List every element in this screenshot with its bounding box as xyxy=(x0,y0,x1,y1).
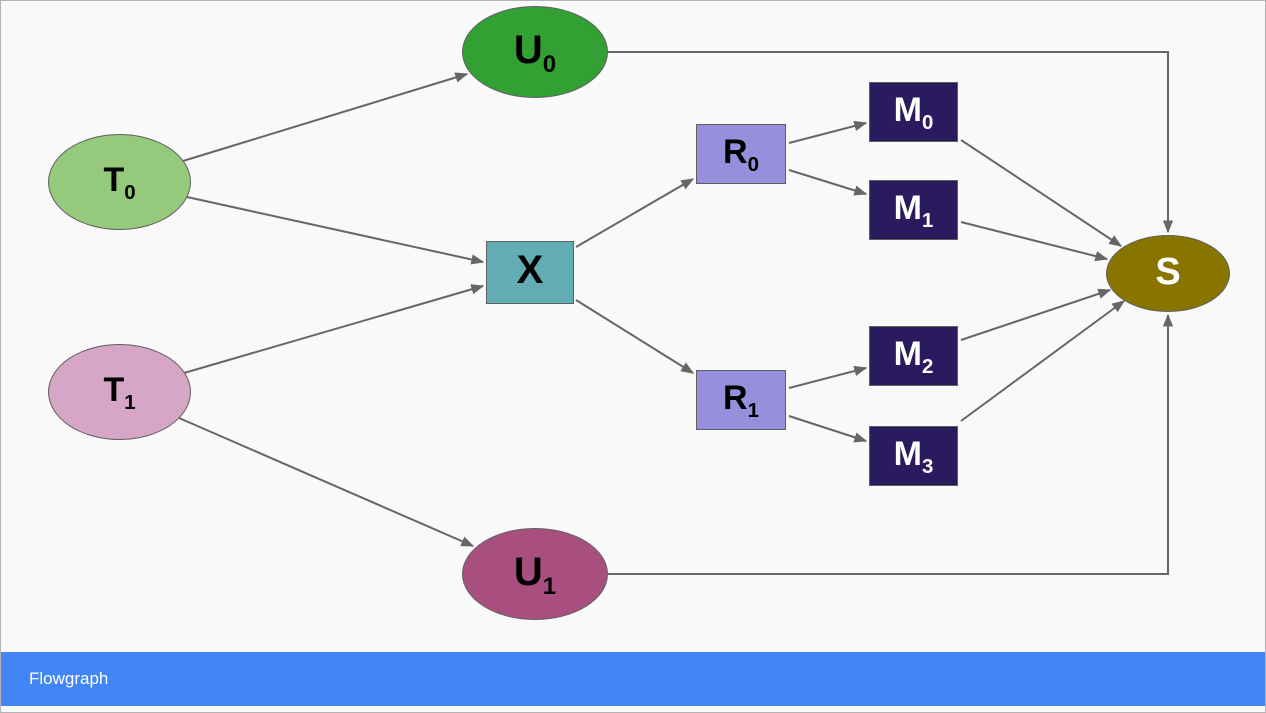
node-T1: T1 xyxy=(48,344,191,440)
edge-X-R1 xyxy=(575,299,695,374)
status-bar: Flowgraph xyxy=(1,652,1265,706)
node-M3-label: M3 xyxy=(893,434,934,478)
edge-M1-S xyxy=(960,221,1109,262)
node-M1-label: M1 xyxy=(893,188,934,232)
node-R0-label: R0 xyxy=(723,132,759,176)
node-U0: U0 xyxy=(462,6,608,98)
node-T0-label: T0 xyxy=(103,160,136,204)
edge-R0-M0 xyxy=(788,120,868,144)
edge-T1-U1 xyxy=(178,417,475,547)
node-M0: M0 xyxy=(869,82,958,142)
edge-T0-X xyxy=(186,196,485,265)
node-R1: R1 xyxy=(696,370,786,430)
node-U1-label: U1 xyxy=(513,549,557,600)
node-M2: M2 xyxy=(869,326,958,386)
edge-X-R0 xyxy=(575,178,695,248)
node-M1: M1 xyxy=(869,180,958,240)
node-S-label: S xyxy=(1155,250,1181,293)
node-M0-label: M0 xyxy=(893,90,934,134)
edge-U1-S xyxy=(608,313,1174,575)
edge-R1-M2 xyxy=(788,365,868,389)
edge-M2-S xyxy=(960,288,1112,341)
node-S: S xyxy=(1106,235,1230,312)
node-T1-label: T1 xyxy=(103,370,136,414)
node-M2-label: M2 xyxy=(893,334,934,378)
node-T0: T0 xyxy=(48,134,191,230)
node-U0-label: U0 xyxy=(513,27,557,78)
edge-T1-X xyxy=(183,284,485,374)
edge-M3-S xyxy=(960,300,1126,422)
edge-R0-M1 xyxy=(788,169,868,196)
status-bar-label: Flowgraph xyxy=(29,669,109,688)
node-U1: U1 xyxy=(462,528,608,620)
edge-M0-S xyxy=(960,139,1123,247)
edge-R1-M3 xyxy=(788,415,868,443)
edge-T0-U0 xyxy=(182,72,469,162)
node-X-label: X xyxy=(516,248,544,292)
node-M3: M3 xyxy=(869,426,958,486)
node-R0: R0 xyxy=(696,124,786,184)
node-X: X xyxy=(486,241,574,304)
edge-U0-S xyxy=(608,51,1174,234)
node-R1-label: R1 xyxy=(723,378,759,422)
